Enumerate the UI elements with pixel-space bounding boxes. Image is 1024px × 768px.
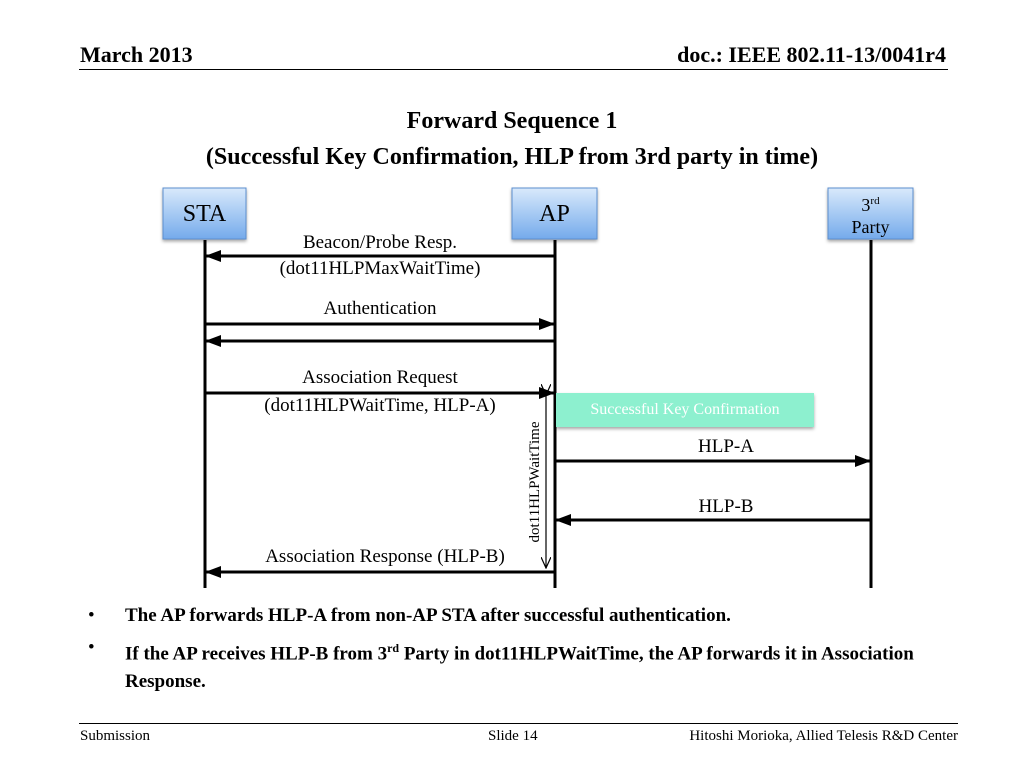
footer-submission: Submission	[80, 728, 151, 744]
sta-box	[162, 187, 247, 240]
header-date: March 2013	[80, 42, 193, 67]
hlp-b-label: HLP-B	[698, 496, 754, 517]
bullet-list: • The AP forwards HLP-A from non-AP STA …	[88, 602, 938, 700]
wait-time-label: dot11HLPWaitTime	[527, 421, 543, 543]
third-party-word: Party	[851, 217, 890, 237]
key-confirmation-box	[556, 393, 814, 427]
beacon-label-line1: Beacon/Probe Resp.	[302, 232, 458, 253]
assoc-request-label-line2: (dot11HLPWaitTime, HLP-A)	[264, 395, 496, 416]
third-party-box	[827, 187, 914, 240]
beacon-label-line2: (dot11HLPMaxWaitTime)	[279, 258, 481, 279]
header-divider	[79, 69, 948, 70]
footer-slide-number: Slide 14	[488, 728, 538, 744]
third-party-label: 3rd Party	[828, 190, 913, 238]
slide-title: Forward Sequence 1	[406, 108, 618, 134]
bullet-dot: •	[88, 605, 95, 626]
ap-label: AP	[539, 201, 570, 227]
assoc-response-label: Association Response (HLP-B)	[265, 546, 505, 567]
bullet-dot: •	[88, 637, 95, 658]
slide-subtitle: (Successful Key Confirmation, HLP from 3…	[205, 144, 819, 170]
bullet-item: • The AP forwards HLP-A from non-AP STA …	[88, 602, 938, 630]
sta-label: STA	[182, 201, 227, 227]
assoc-request-label-line1: Association Request	[302, 367, 458, 388]
third-party-sup: rd	[870, 195, 880, 207]
footer-author: Hitoshi Morioka, Allied Telesis R&D Cent…	[689, 728, 958, 744]
header-doc-id: doc.: IEEE 802.11-13/0041r4	[677, 42, 946, 67]
third-party-num: 3	[861, 195, 871, 215]
bullet-text-2-post: Party in dot11HLPWaitTime, the AP forwar…	[125, 643, 914, 693]
key-confirmation-label: Successful Key Confirmation	[590, 401, 780, 418]
bullet-item: • If the AP receives HLP-B from 3rd Part…	[88, 634, 938, 696]
bullet-text-2-sup: rd	[387, 641, 400, 655]
hlp-a-label: HLP-A	[698, 436, 754, 457]
authentication-label: Authentication	[323, 298, 437, 319]
ap-box	[511, 187, 598, 240]
bullet-text-2-pre: If the AP receives HLP-B from 3	[125, 643, 388, 665]
bullet-text-1: The AP forwards HLP-A from non-AP STA af…	[125, 605, 731, 626]
footer-divider	[79, 723, 958, 724]
